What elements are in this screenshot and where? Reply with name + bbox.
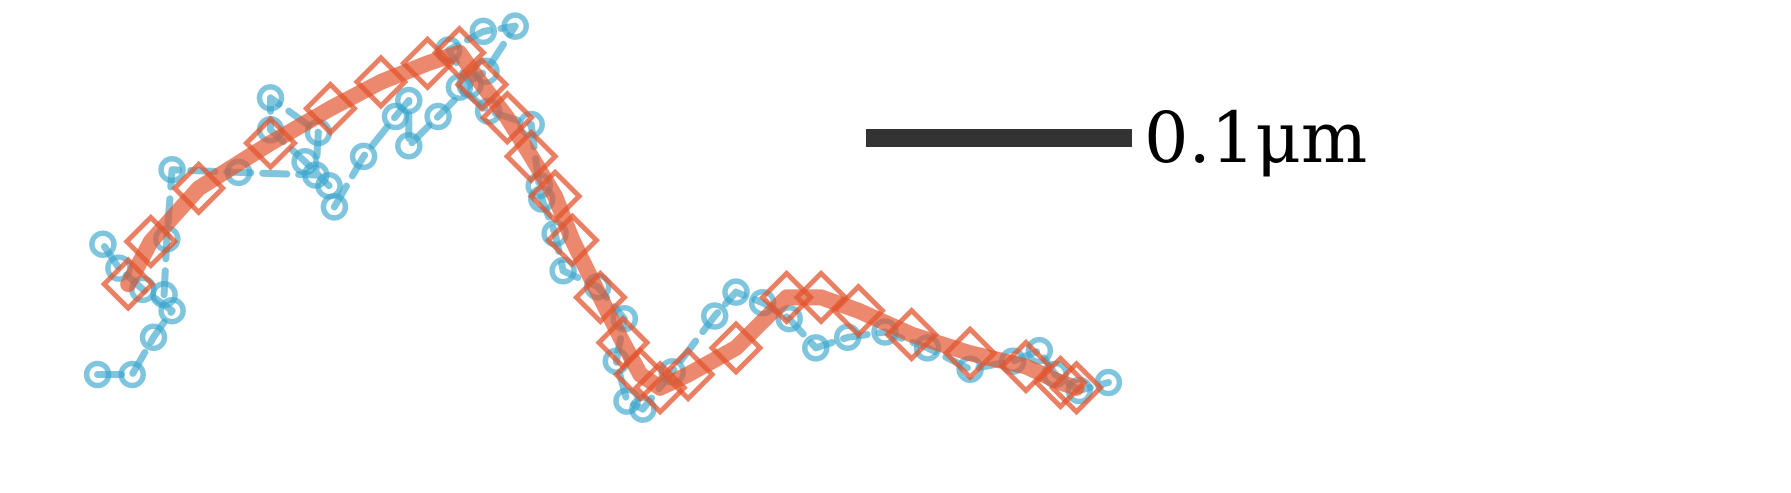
fine-track-point (381, 102, 410, 131)
coarse-track-point (942, 325, 998, 381)
fine-track-point (150, 280, 178, 309)
fine-track-line (160, 94, 333, 299)
fine-track-point (320, 193, 349, 221)
scale-bar-label: 0.1μm (1144, 97, 1367, 179)
coarse-track-point (503, 128, 559, 184)
coarse-track-point (660, 346, 716, 403)
coarse-track-point (572, 269, 628, 325)
fine-track-point (89, 230, 117, 258)
fine-track-point (256, 84, 285, 112)
coarse-track-point (830, 283, 886, 339)
coarse-track-point (884, 307, 940, 363)
coarse-track-point (527, 168, 583, 224)
coarse-track-point (759, 269, 815, 325)
fine-track-point (469, 17, 498, 46)
fine-track-point (549, 257, 577, 285)
coarse-track-point (1048, 360, 1105, 416)
coarse-track-point (612, 346, 668, 403)
fine-track-point (1025, 336, 1054, 365)
fine-track-point (118, 360, 146, 389)
coarse-track-point (479, 90, 535, 146)
fine-track-point (395, 132, 423, 160)
coarse-track-point (708, 320, 764, 376)
fine-track-point (83, 360, 112, 389)
coarse-track-point (242, 115, 299, 171)
coarse-track-point (544, 212, 600, 268)
fine-track-point (424, 102, 452, 131)
coarse-track-point (353, 54, 409, 110)
coarse-track-point (302, 80, 358, 137)
coarse-track-point (431, 25, 487, 81)
fine-track-point (775, 304, 803, 333)
fine-track-point (501, 12, 529, 40)
coarse-track-point (100, 256, 156, 312)
fine-track-point (158, 155, 186, 184)
fine-track-point (722, 278, 750, 306)
coarse-track-point (171, 160, 227, 216)
fine-track-point (700, 302, 729, 330)
fine-track-point (395, 86, 423, 115)
coarse-track-point (454, 57, 510, 113)
fine-track-point (291, 147, 319, 176)
fine-track-point (349, 142, 378, 171)
coarse-track-point (632, 360, 688, 416)
fine-track-point (139, 323, 168, 352)
coarse-track-layer (100, 25, 1105, 416)
scale-bar: 0.1μm (866, 97, 1367, 179)
fine-track-point (802, 334, 830, 362)
coarse-track-point (123, 213, 179, 270)
